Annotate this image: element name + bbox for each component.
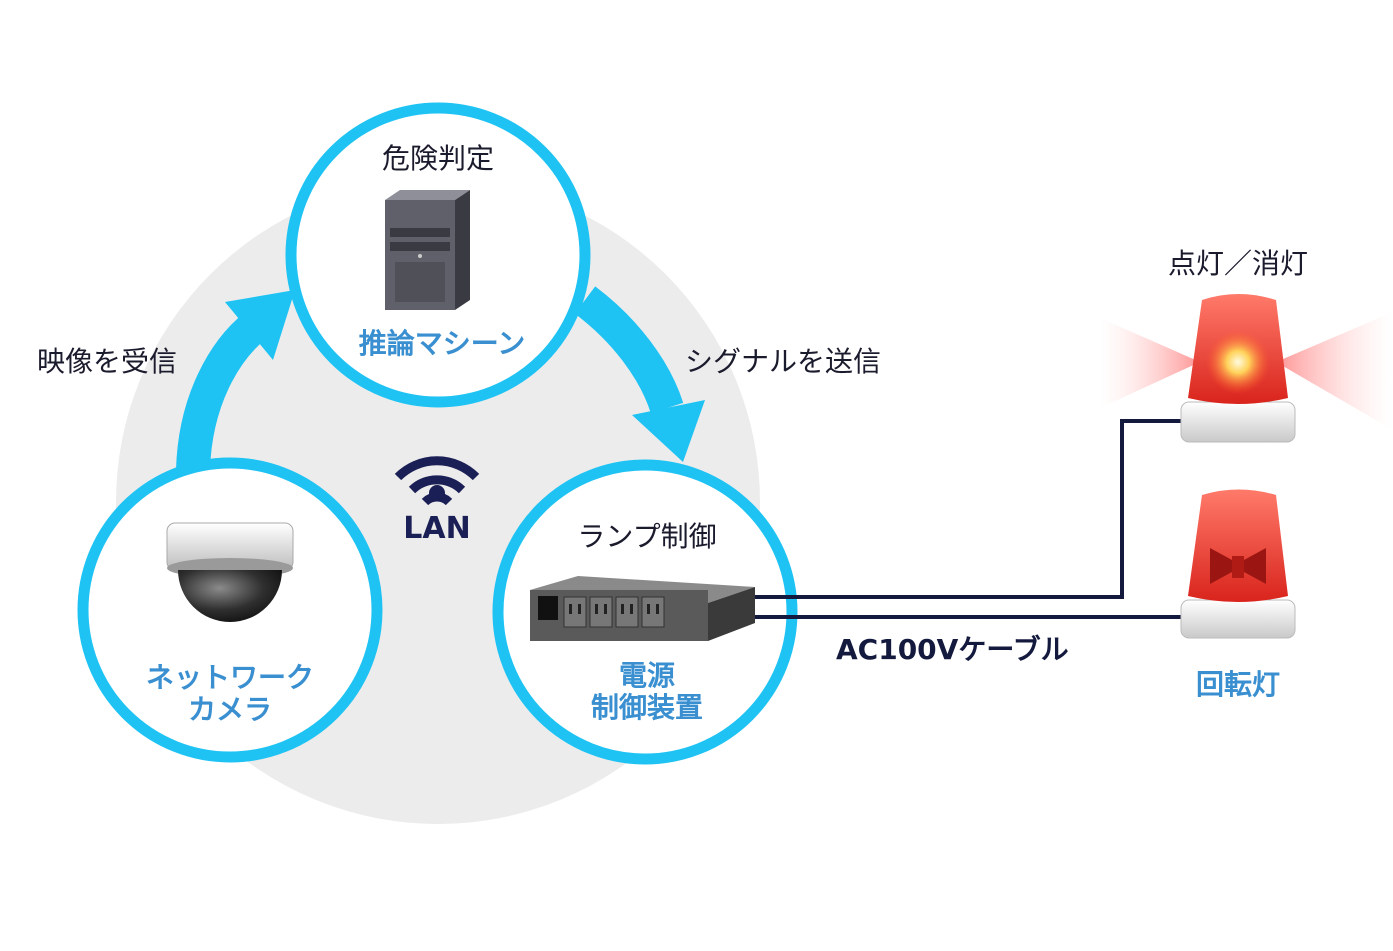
lamp-state-label: 点灯／消灯 bbox=[1167, 247, 1309, 280]
camera-label-line2: カメラ bbox=[187, 693, 273, 727]
dome-camera-icon bbox=[166, 522, 294, 622]
controller-label: 電源 制御装置 bbox=[590, 659, 704, 725]
cable-label: AC100Vケーブル bbox=[836, 633, 1069, 666]
send-arrow bbox=[574, 286, 705, 462]
controller-title: ランプ制御 bbox=[577, 520, 717, 553]
server-title: 危険判定 bbox=[381, 142, 495, 175]
camera-label: ネットワーク カメラ bbox=[145, 661, 315, 727]
rotating-lamp-icon bbox=[1180, 489, 1296, 639]
receive-arrow bbox=[176, 290, 295, 471]
server-label: 推論マシーン bbox=[358, 327, 526, 360]
rotating-lamp-lit-icon bbox=[1100, 294, 1393, 443]
send-arrow-label: シグナルを送信 bbox=[685, 345, 882, 378]
controller-label-line1: 電源 bbox=[618, 659, 676, 692]
camera-label-line1: ネットワーク bbox=[145, 661, 315, 694]
receive-arrow-label: 映像を受信 bbox=[37, 345, 178, 378]
server-icon bbox=[385, 190, 470, 310]
ac-cables bbox=[755, 419, 1183, 619]
lan-label: LAN bbox=[403, 511, 471, 546]
wifi-dot bbox=[429, 485, 445, 501]
controller-label-line2: 制御装置 bbox=[590, 691, 704, 725]
power-control-unit-icon bbox=[530, 576, 755, 641]
lamp-label: 回転灯 bbox=[1195, 668, 1281, 701]
